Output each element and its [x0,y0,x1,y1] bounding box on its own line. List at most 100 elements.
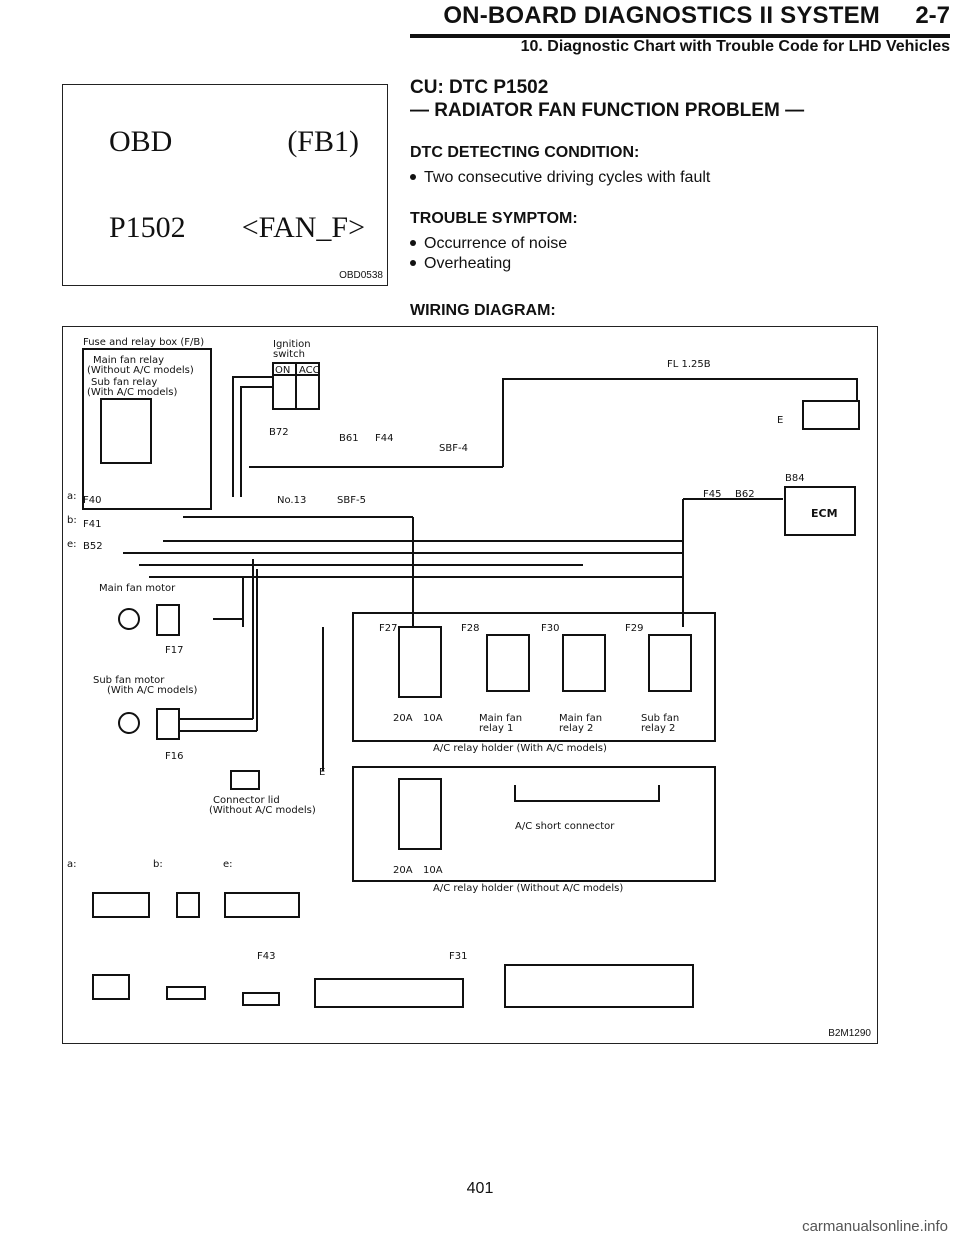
main-fan-relay-label: Main fan relay [93,355,164,366]
connector-b84: B84 [785,473,805,484]
fan-relay-symbol [100,398,152,464]
no13-label: No.13 [277,495,306,506]
ignition-label: Ignition [273,339,311,350]
fuse-box-frame [82,348,212,510]
header-title: ON-BOARD DIAGNOSTICS II SYSTEM [443,2,880,29]
main-fan-motor-symbol [118,608,140,630]
dtc-title-line-2: — RADIATOR FAN FUNCTION PROBLEM — [410,100,805,121]
page-number: 401 [466,1180,494,1197]
svg-text:10A: 10A [423,713,443,724]
connector-b62: B62 [735,489,755,500]
svg-text:Main fan: Main fan [479,713,522,724]
diagram-figure-code: B2M1290 [828,1028,871,1039]
svg-text:switch: switch [273,349,305,360]
svg-text:b:: b: [67,515,77,526]
connector-lid [230,770,260,790]
main-fan-relay-1 [486,634,530,692]
svg-text:e:: e: [223,859,233,870]
symptom-item: Occurrence of noise [410,234,950,254]
dtc-description: CU: DTC P1502 — RADIATOR FAN FUNCTION PR… [410,76,950,274]
svg-text:(Without A/C models): (Without A/C models) [87,365,194,376]
obd-dtc-name: <FAN_F> [241,211,365,244]
connector-f31: F31 [449,951,467,962]
obd-dtc-code: P1502 [109,211,186,244]
obd-label: OBD [109,125,173,158]
wiring-diagram: Fuse and relay box (F/B) Main fan relay … [62,326,878,1044]
ecm-label: ECM [811,507,838,520]
connector-b61: B61 [339,433,359,444]
connector-f41: F41 [83,519,101,530]
connector-b72: B72 [269,427,289,438]
battery-symbol [802,400,860,430]
connector-lid-label: Connector lid [213,795,280,806]
ac-holder-without-label: A/C relay holder (Without A/C models) [433,883,623,894]
svg-text:ON: ON [275,365,290,376]
obd-figure-code: OBD0538 [339,270,383,281]
sub-fan-relay-label: Sub fan relay [91,377,157,388]
svg-text:E: E [777,415,783,426]
fusible-link-label: FL 1.25B [667,359,711,370]
wiring-heading: WIRING DIAGRAM: [410,302,556,319]
svg-text:20A: 20A [393,713,413,724]
connector-f40: F40 [83,495,101,506]
ac-relay-holder-without-ac [352,766,716,882]
fuse-pair [398,626,442,698]
ecm-box [784,486,856,536]
main-fan-relay-2 [562,634,606,692]
svg-text:relay 2: relay 2 [641,723,675,734]
svg-text:relay 2: relay 2 [559,723,593,734]
dtc-title: CU: DTC P1502 — RADIATOR FAN FUNCTION PR… [410,76,950,122]
svg-text:(With A/C models): (With A/C models) [107,685,198,696]
connector-f29: F29 [625,623,643,634]
svg-text:10A: 10A [423,865,443,876]
connector-b52: B52 [83,541,103,552]
sbf4-label: SBF-4 [439,443,468,454]
svg-text:(Without A/C models): (Without A/C models) [209,805,316,816]
sub-fan-motor-label: Sub fan motor [93,675,165,686]
obd-display-figure: OBD (FB1) P1502 <FAN_F> OBD0538 [62,84,388,286]
ground-label: E [319,767,325,778]
symptom-heading: TROUBLE SYMPTOM: [410,210,578,227]
header-subtitle: 10. Diagnostic Chart with Trouble Code f… [520,38,950,55]
ac-holder-with-label: A/C relay holder (With A/C models) [433,743,607,754]
watermark[interactable]: carmanualsonline.info [802,1218,948,1235]
fuse-box-label: Fuse and relay box (F/B) [83,337,204,348]
svg-text:ACC: ACC [299,365,320,376]
svg-text:Main fan: Main fan [559,713,602,724]
connector-f44: F44 [375,433,393,444]
connector-f45: F45 [703,489,721,500]
connector-f28: F28 [461,623,479,634]
detecting-item: Two consecutive driving cycles with faul… [410,168,950,188]
svg-text:a:: a: [67,859,77,870]
header-rule [410,34,950,38]
main-fan-motor-label: Main fan motor [99,583,176,594]
svg-text:e:: e: [67,539,77,550]
sbf5-label: SBF-5 [337,495,366,506]
connector-f27: F27 [379,623,397,634]
bullet-icon [410,239,416,246]
dtc-title-line-1: CU: DTC P1502 [410,77,549,98]
svg-text:a:: a: [67,491,77,502]
svg-text:b:: b: [153,859,163,870]
ac-relay-holder-with-ac [352,612,716,742]
ecm-connector-face [504,964,694,1008]
sub-fan-motor-symbol [118,712,140,734]
ac-short-connector-label: A/C short connector [515,821,615,832]
symptom-item: Overheating [410,254,950,274]
obd-mode: (FB1) [287,125,359,158]
svg-text:(With A/C models): (With A/C models) [87,387,178,398]
connector-f43: F43 [257,951,275,962]
svg-text:relay 1: relay 1 [479,723,513,734]
section-number: 2-7 [915,2,950,29]
fuse-pair-2 [398,778,442,850]
connector-f30: F30 [541,623,559,634]
page-header: ON-BOARD DIAGNOSTICS II SYSTEM 2-7 10. D… [0,0,960,56]
bullet-icon [410,259,416,266]
connector-f16: F16 [165,751,183,762]
svg-text:Sub fan: Sub fan [641,713,679,724]
sub-fan-relay-2 [648,634,692,692]
svg-text:20A: 20A [393,865,413,876]
bullet-icon [410,173,416,180]
connector-f17: F17 [165,645,183,656]
wiring-diagram-svg: Fuse and relay box (F/B) Main fan relay … [67,337,860,1008]
